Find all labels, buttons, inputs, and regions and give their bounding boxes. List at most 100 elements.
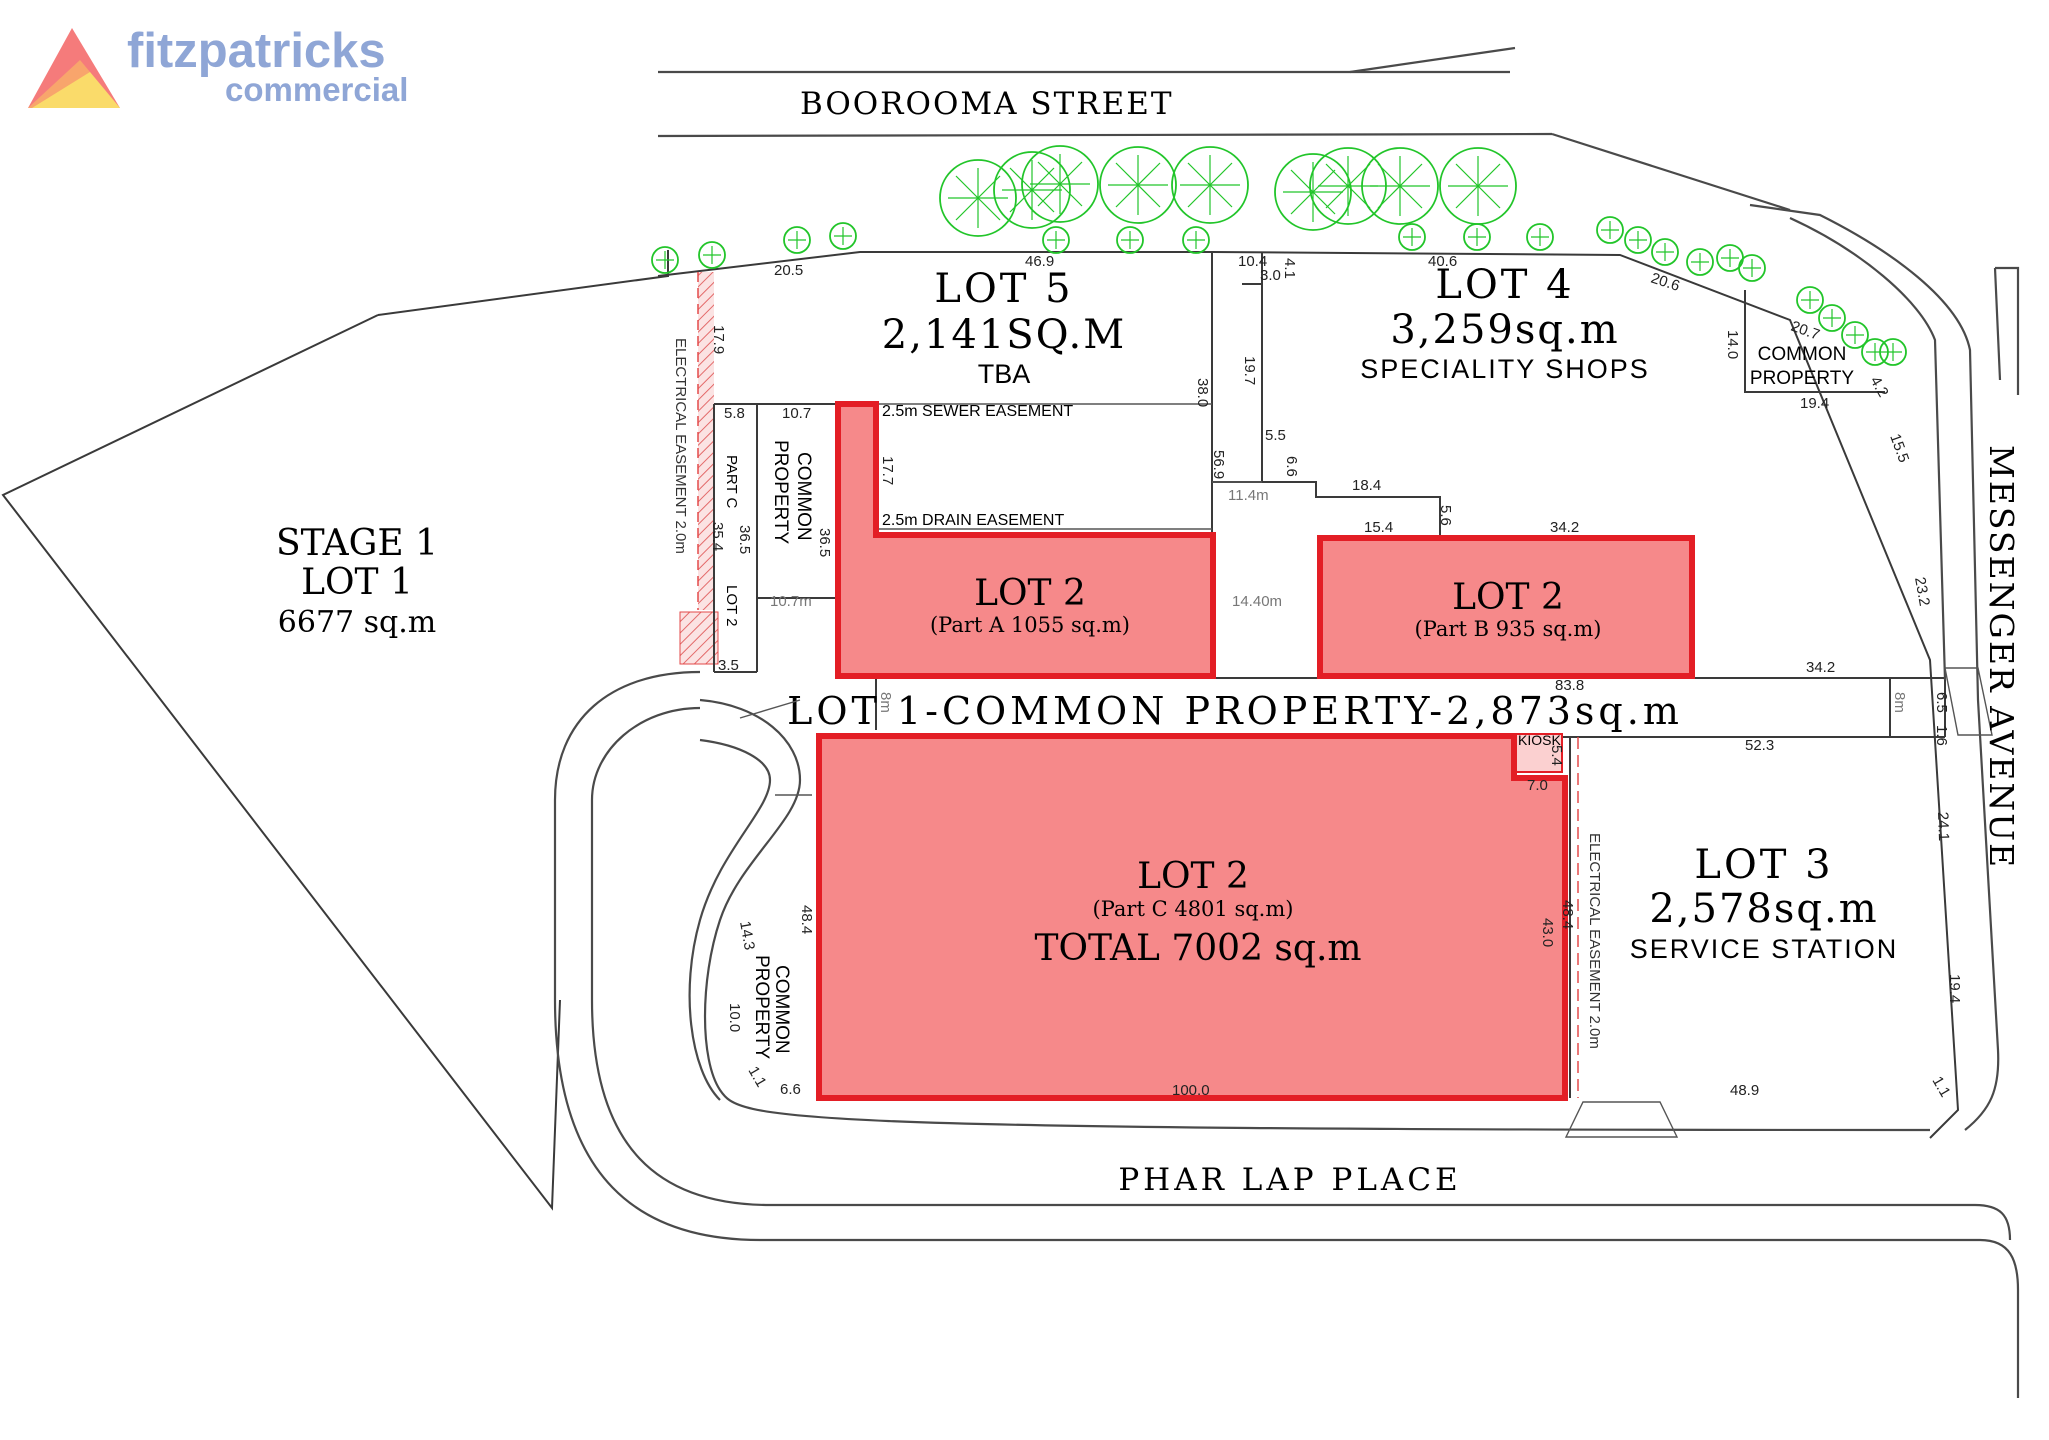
dim: 48.4 <box>1559 900 1576 929</box>
phar-lap-place-road: PHAR LAP PLACE <box>553 203 2020 1398</box>
common-property-west-line1: COMMON <box>793 452 814 541</box>
lot4-title: LOT 4 <box>1435 262 1574 308</box>
lot2-small-label: LOT 2 <box>723 585 740 626</box>
lot5-label: LOT 5 2,141SQ.M TBA 2.5m SEWER EASEMENT … <box>882 266 1126 529</box>
dim: 10.4 <box>1238 253 1267 270</box>
dim: 18.4 <box>1352 477 1381 494</box>
dim: 5.6 <box>1437 505 1454 526</box>
dim: 17.9 <box>710 325 727 354</box>
dim: 52.3 <box>1745 737 1774 754</box>
drain-easement-label: 2.5m DRAIN EASEMENT <box>882 512 1064 529</box>
lot2-part-b-parcel <box>1317 535 1695 679</box>
street-trees <box>651 145 1907 366</box>
electrical-easement-label-west: ELECTRICAL EASEMENT 2.0m <box>672 338 689 554</box>
electrical-easement-label-east: ELECTRICAL EASEMENT 2.0m <box>1586 833 1603 1049</box>
electrical-easement-west: ELECTRICAL EASEMENT 2.0m <box>672 272 719 665</box>
lot2-part-c-sub: (Part C 4801 sq.m) <box>1093 897 1294 921</box>
lot4-label: LOT 4 3,259sq.m SPECIALITY SHOPS <box>1360 262 1650 384</box>
lot2-part-b-title: LOT 2 <box>1452 577 1564 618</box>
part-c-label: PART C <box>723 455 740 509</box>
dim: 11.4m <box>1228 487 1269 504</box>
lot2-part-b-label: LOT 2 (Part B 935 sq.m) <box>1415 577 1602 641</box>
lot4-use: SPECIALITY SHOPS <box>1360 354 1650 384</box>
street-name-right: MESSENGER AVENUE <box>1982 445 2021 869</box>
common-property-west-line2: PROPERTY <box>770 440 791 545</box>
brand-name: fitzpatricks <box>127 24 386 78</box>
dim: 19.4 <box>1946 974 1963 1003</box>
lot3-area: 2,578sq.m <box>1649 886 1878 932</box>
lot2-part-c-label: LOT 2 (Part C 4801 sq.m) TOTAL 7002 sq.m <box>1034 856 1361 969</box>
brand-sub: commercial <box>225 71 408 108</box>
lot2-part-a-sub: (Part A 1055 sq.m) <box>930 613 1130 637</box>
dim: 19.4 <box>1800 395 1829 412</box>
dim: 6.6 <box>780 1081 801 1098</box>
dim: 40.6 <box>1428 253 1457 270</box>
sewer-easement-label: 2.5m SEWER EASEMENT <box>882 403 1073 420</box>
site-top-boundary <box>657 251 1960 1139</box>
dim: 15.5 <box>1886 432 1912 465</box>
lot2-part-b-sub: (Part B 935 sq.m) <box>1415 617 1602 641</box>
dim: 10.7m <box>770 593 812 610</box>
dim: 20.5 <box>774 262 803 279</box>
lot2-part-c-parcel <box>816 733 1568 1101</box>
dim: 14.40m <box>1232 593 1282 610</box>
lot4-area: 3,259sq.m <box>1390 307 1619 353</box>
common-property-sw-line2: PROPERTY <box>751 955 772 1060</box>
dim: 4.1 <box>1281 258 1298 279</box>
dim: 100.0 <box>1172 1082 1210 1099</box>
dim: 38.0 <box>1194 378 1211 407</box>
lot2-part-a-parcel <box>835 401 1216 679</box>
dim: 56.9 <box>1210 450 1227 479</box>
dim: 36.5 <box>736 525 753 554</box>
stage1-boundary <box>1 250 669 1211</box>
company-logo: fitzpatricks commercial <box>28 24 408 108</box>
lot5-title: LOT 5 <box>934 266 1073 312</box>
dim: 36.5 <box>816 528 833 557</box>
dim: 35.4 <box>709 522 726 551</box>
lot5-area: 2,141SQ.M <box>882 312 1126 358</box>
dim: 4.2 <box>1867 374 1892 401</box>
lot3-use: SERVICE STATION <box>1630 934 1899 964</box>
dim: 6.5 <box>1933 692 1950 713</box>
dim: 48.9 <box>1730 1082 1759 1099</box>
dim: 10.0 <box>726 1003 743 1032</box>
booroma-street: BOOROOMA STREET <box>657 46 1791 212</box>
dim: 23.2 <box>1911 576 1933 608</box>
dim: 15.4 <box>1364 519 1393 536</box>
dim: 20.7 <box>1789 318 1822 344</box>
dim: 5.8 <box>724 405 745 422</box>
dim: 83.8 <box>1555 677 1584 694</box>
dim: 3.0 <box>1260 267 1281 284</box>
stage1-area: 6677 sq.m <box>278 605 436 640</box>
dim: 1.1 <box>1929 1074 1954 1101</box>
stage1-title: STAGE 1 <box>276 523 438 564</box>
dim: 14.3 <box>736 920 758 952</box>
common-property-ne-line2: PROPERTY <box>1750 368 1855 389</box>
stage1-lot: LOT 1 <box>301 562 413 603</box>
lot1-common-label: LOT 1-COMMON PROPERTY-2,873sq.m <box>787 689 1683 733</box>
street-name-top: BOOROOMA STREET <box>800 86 1174 122</box>
dimension-labels: 46.9 20.5 17.9 5.8 10.7 35.4 36.5 36.5 3… <box>709 253 1963 1100</box>
dim: 8m <box>877 692 894 713</box>
lot2-part-c-title: LOT 2 <box>1137 856 1249 897</box>
lot2-part-a-label: LOT 2 (Part A 1055 sq.m) <box>930 573 1130 637</box>
lot3-title: LOT 3 <box>1694 842 1833 888</box>
dim: 20.6 <box>1649 270 1682 295</box>
dim: 43.0 <box>1539 918 1556 947</box>
dim: 6.6 <box>1283 456 1300 477</box>
dim: 34.2 <box>1550 519 1579 536</box>
dim: 48.4 <box>798 905 815 934</box>
street-name-bottom: PHAR LAP PLACE <box>1118 1162 1461 1198</box>
west-strip-lines <box>713 403 836 673</box>
dim: 1.6 <box>1933 725 1950 746</box>
stage1-label: STAGE 1 LOT 1 6677 sq.m <box>276 523 438 640</box>
dim: 17.7 <box>879 456 896 485</box>
kiosk-label: KIOSK <box>1518 732 1561 748</box>
logo-triangle-yellow <box>32 72 120 108</box>
lot5-use: TBA <box>978 359 1031 389</box>
dim: 19.7 <box>1241 356 1258 385</box>
dim: 5.5 <box>1265 427 1286 444</box>
dim: 1.1 <box>745 1064 770 1091</box>
dim: 34.2 <box>1806 659 1835 676</box>
